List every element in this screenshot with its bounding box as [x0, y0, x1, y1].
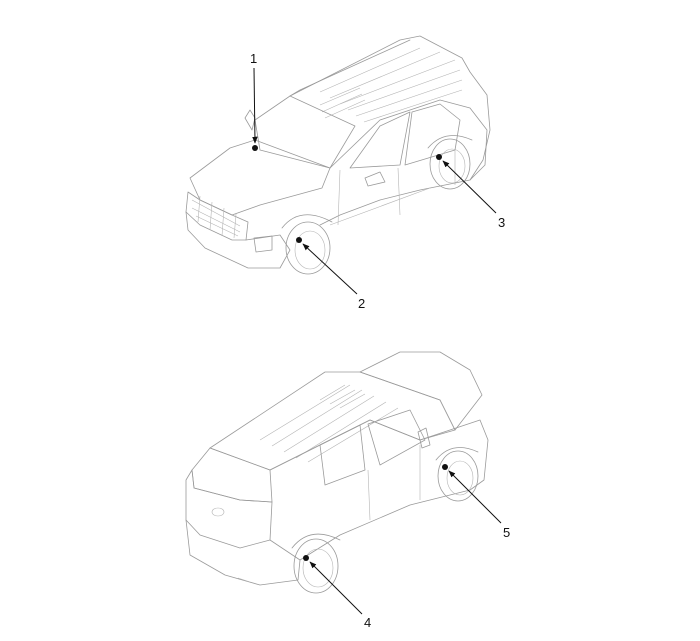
- leader-arrow-2: [302, 243, 358, 295]
- callout-5: 5: [442, 464, 510, 540]
- callout-point-4: [303, 555, 309, 561]
- leader-arrow-1: [252, 67, 258, 144]
- callout-point-5: [442, 464, 448, 470]
- leader-arrow-3: [442, 160, 497, 214]
- leader-arrow-5: [448, 470, 502, 524]
- callout-label-5: 5: [503, 525, 510, 540]
- callout-point-3: [436, 154, 442, 160]
- front-view-vehicle: [185, 35, 491, 275]
- callout-point-1: [252, 145, 258, 151]
- callout-1: 1: [250, 51, 258, 151]
- callout-label-2: 2: [358, 296, 365, 311]
- callout-4: 4: [303, 555, 371, 630]
- callout-2: 2: [296, 237, 365, 311]
- callout-point-2: [296, 237, 302, 243]
- callout-label-4: 4: [364, 615, 371, 630]
- leader-arrow-4: [309, 561, 363, 615]
- callout-3: 3: [436, 154, 505, 230]
- rear-view-vehicle: [185, 351, 489, 594]
- callout-label-3: 3: [498, 215, 505, 230]
- callout-label-1: 1: [250, 51, 257, 66]
